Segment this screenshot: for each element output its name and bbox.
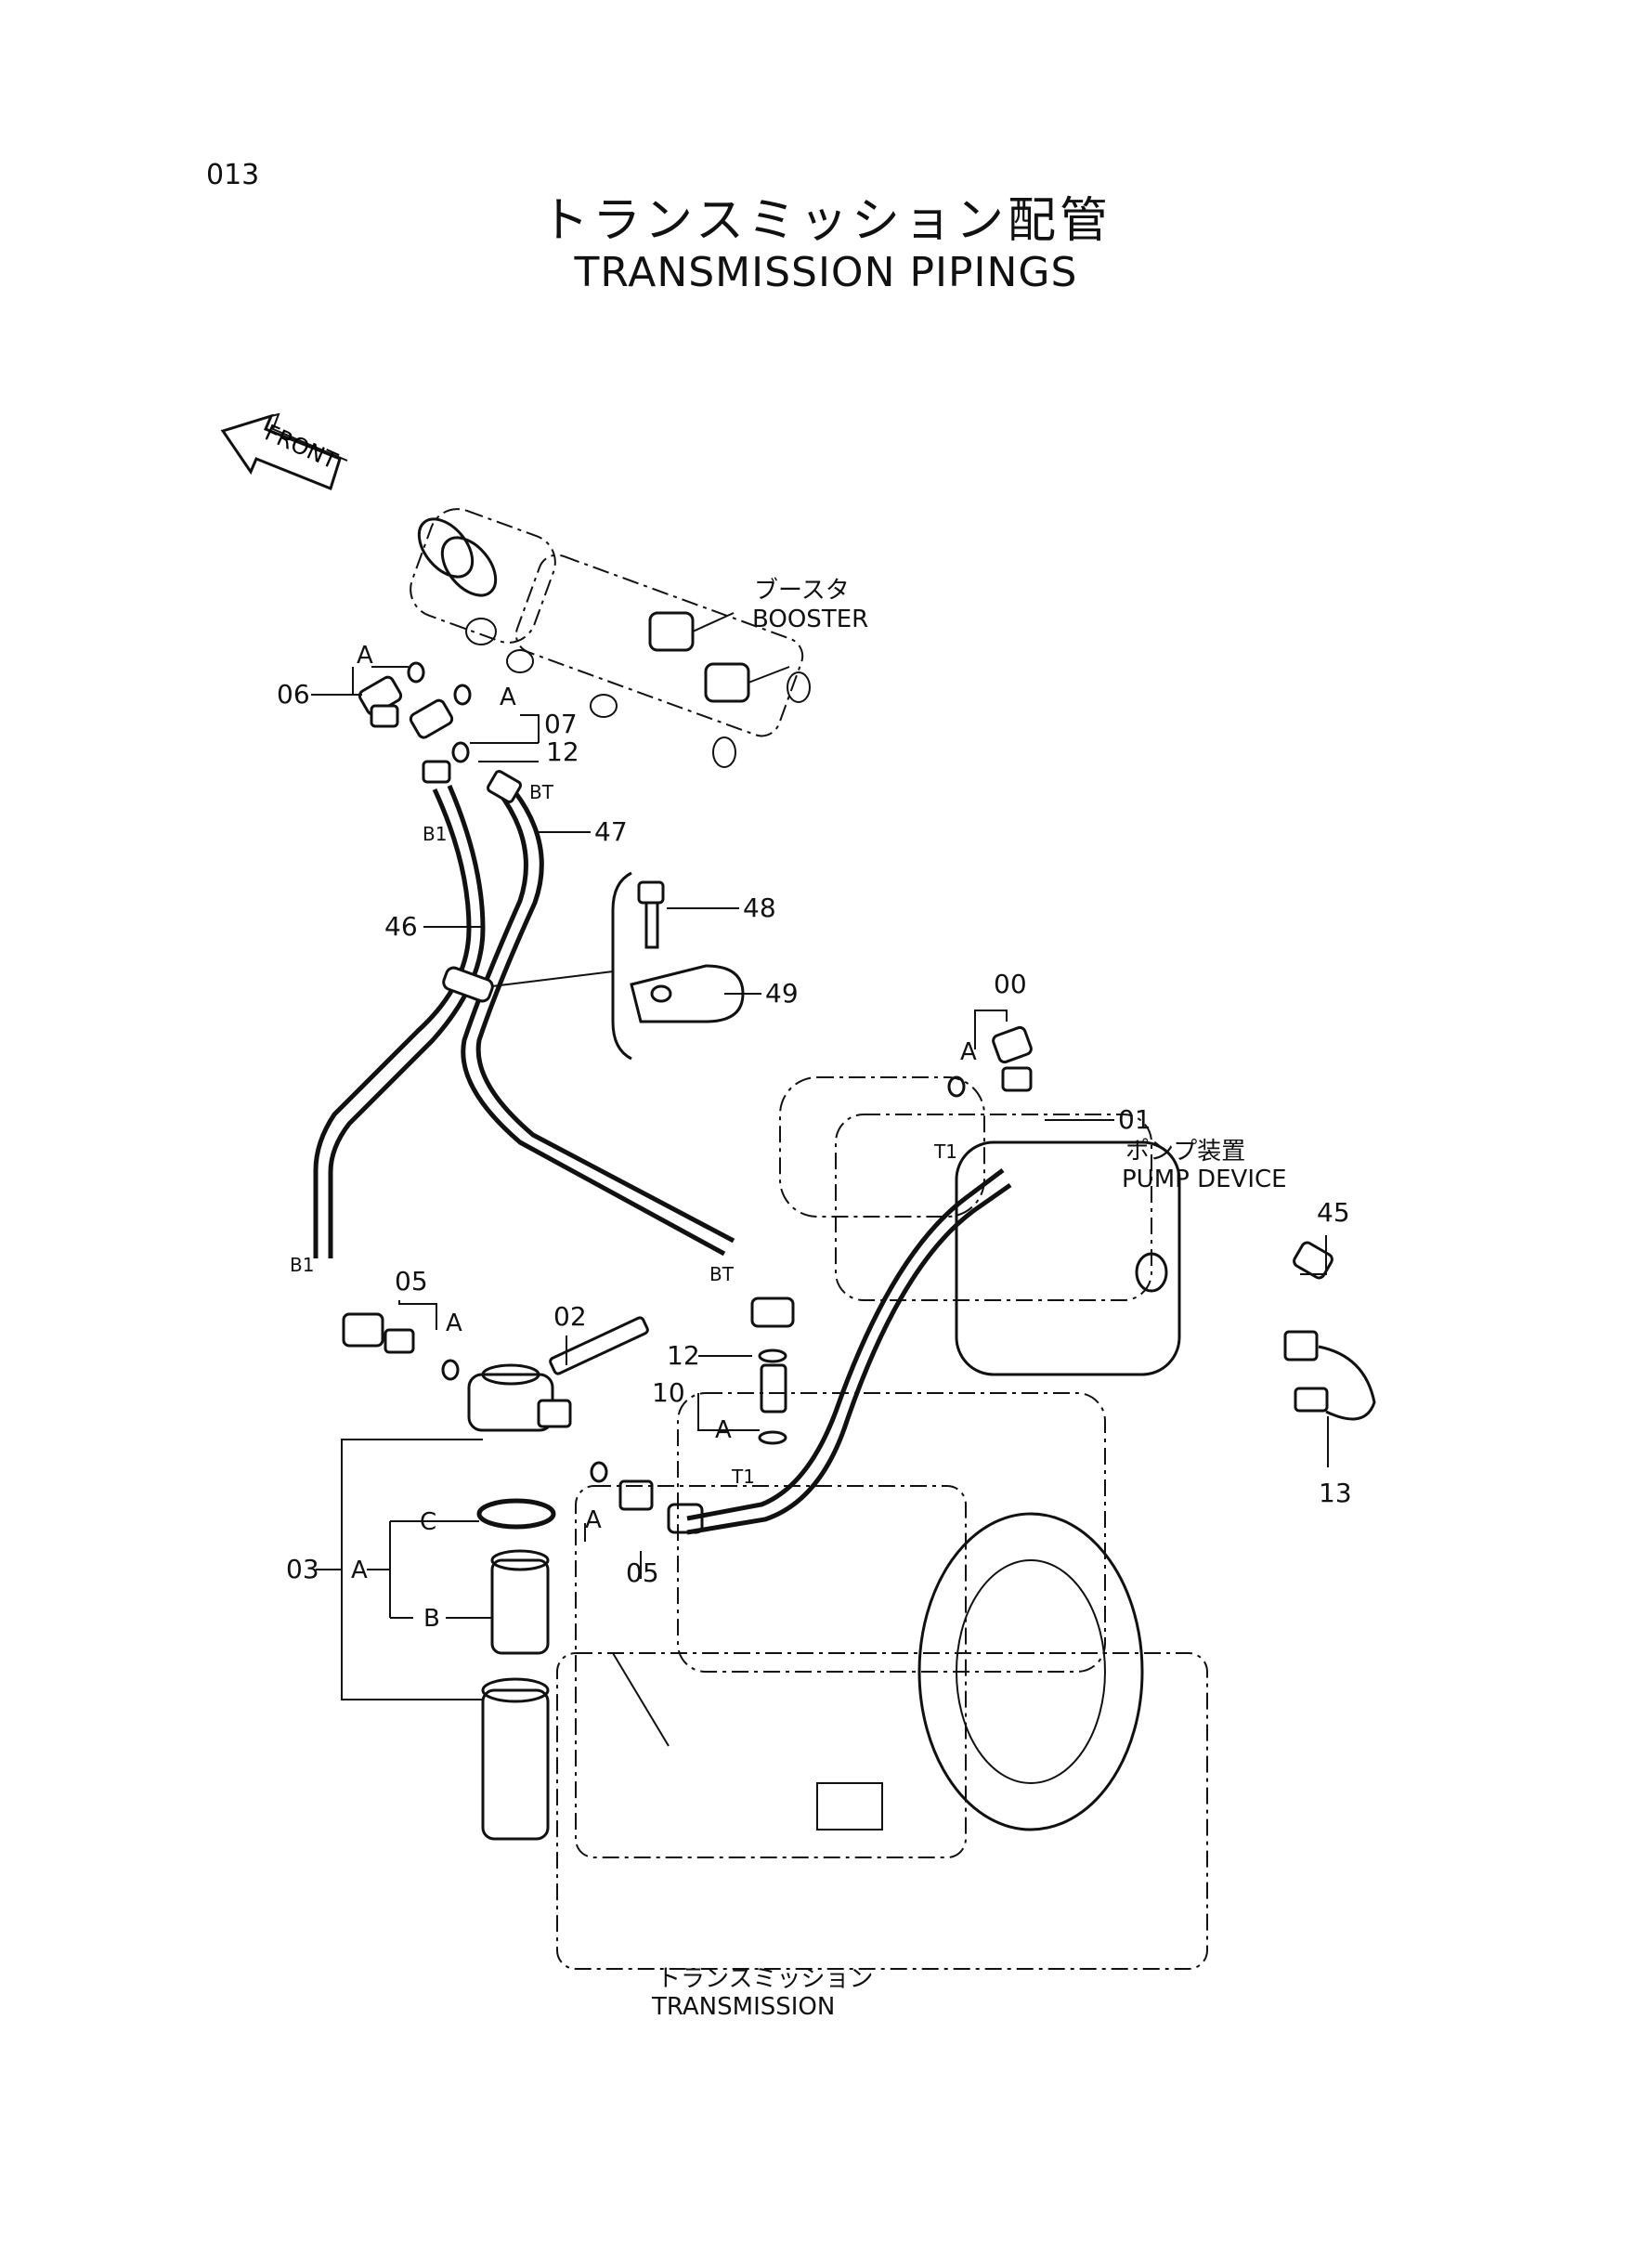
- transmission-body: [556, 1392, 1208, 1970]
- callout-45: 45: [1317, 1197, 1350, 1228]
- pump-device-body: [779, 1025, 1181, 1376]
- pump-device-label-ja: ポンプ装置: [1125, 1138, 1246, 1166]
- booster-label-ja: ブースタ: [754, 577, 850, 605]
- sub-label-b1-top: B1: [423, 823, 448, 845]
- title-english: TRANSMISSION PIPINGS: [574, 249, 1078, 296]
- sub-label-a-03: A: [351, 1557, 368, 1584]
- sub-label-a-10: A: [715, 1416, 732, 1444]
- sub-label-t1-top: T1: [934, 1140, 957, 1163]
- booster-label-en: BOOSTER: [752, 606, 869, 633]
- sub-label-a-05-left: A: [446, 1309, 462, 1337]
- pipe-t1: [686, 1168, 1012, 1535]
- sub-label-bt-top: BT: [529, 781, 553, 803]
- sub-label-b1-bottom: B1: [290, 1254, 315, 1276]
- sub-label-b-03: B: [423, 1605, 440, 1633]
- hose-end-bt: [486, 770, 523, 803]
- sensor-13: [1283, 1241, 1376, 1421]
- fitting-05-left: [342, 1312, 460, 1381]
- leader-lines: [311, 666, 1329, 1700]
- page-number: 013: [206, 159, 260, 191]
- callout-05-right: 05: [626, 1557, 659, 1588]
- front-arrow-icon: FRONT: [220, 412, 348, 490]
- callout-05-left: 05: [395, 1266, 428, 1296]
- callout-02: 02: [553, 1301, 587, 1332]
- pump-device-label-en: PUMP DEVICE: [1122, 1166, 1287, 1193]
- callout-07: 07: [544, 709, 578, 739]
- callout-03: 03: [286, 1554, 319, 1584]
- transmission-label-en: TRANSMISSION: [652, 1993, 836, 2021]
- filter-assembly: [467, 1316, 649, 1841]
- callout-10: 10: [652, 1377, 685, 1408]
- callout-48: 48: [743, 892, 776, 923]
- sub-label-a-00: A: [960, 1038, 977, 1066]
- callout-49: 49: [765, 978, 799, 1009]
- callout-01: 01: [1118, 1104, 1151, 1135]
- callout-46: 46: [384, 911, 418, 942]
- callout-47: 47: [594, 816, 628, 847]
- callout-06: 06: [277, 679, 310, 710]
- sub-label-c-03: C: [420, 1508, 437, 1536]
- booster-body: [410, 508, 811, 768]
- callout-00: 00: [994, 969, 1027, 999]
- pipe-46: [313, 785, 486, 1258]
- pipe-clamp: [442, 966, 494, 1003]
- fitting-07: [409, 684, 472, 763]
- sub-label-bt-bottom: BT: [709, 1263, 734, 1285]
- fitting-05-right: [590, 1461, 704, 1534]
- transmission-label-ja: トランスミッション: [657, 1965, 874, 1993]
- sub-label-t1-bottom: T1: [732, 1466, 755, 1488]
- fitting-06: [358, 661, 425, 728]
- sub-label-a-07: A: [500, 684, 516, 711]
- clamp-detail: [611, 871, 745, 1061]
- callout-13: 13: [1319, 1478, 1352, 1508]
- title-japanese: トランスミッション配管: [540, 193, 1112, 249]
- callout-12-top: 12: [546, 736, 579, 767]
- sub-label-a-05-right: A: [585, 1506, 602, 1534]
- sub-label-a-06: A: [357, 642, 373, 670]
- fitting-10-12: [750, 1296, 795, 1445]
- hose-end-b1: [422, 760, 451, 784]
- callout-12-mid: 12: [667, 1340, 700, 1371]
